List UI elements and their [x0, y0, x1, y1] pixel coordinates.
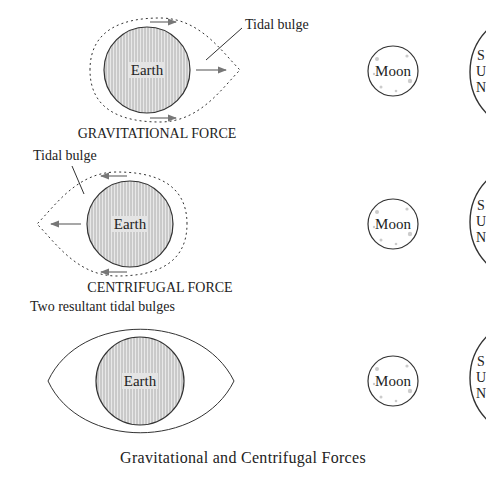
- tidal-bulge-label: Tidal bulge: [33, 148, 97, 163]
- moon-label: Moon: [375, 216, 411, 233]
- panel-title: Two resultant tidal bulges: [30, 299, 175, 314]
- force-title: GRAVITATIONAL FORCE: [78, 126, 237, 141]
- tidal-bulge-outline: [90, 18, 240, 122]
- figure-caption: Gravitational and Centrifugal Forces: [120, 449, 366, 467]
- sun-circle: SUN: [468, 316, 486, 440]
- moon-circle: Moon: [366, 197, 420, 251]
- tidal-bulge-label: Tidal bulge: [245, 17, 309, 32]
- sun-circle: SUN: [468, 10, 486, 134]
- tidal-bulge-outline: [48, 329, 234, 433]
- leader-line: [72, 166, 84, 194]
- leader-line: [206, 28, 242, 60]
- earth-label: Earth: [122, 373, 158, 390]
- tidal-bulge-outline: [37, 172, 187, 276]
- moon-label: Moon: [375, 63, 411, 80]
- moon-circle: Moon: [366, 44, 420, 98]
- sun-circle: SUN: [468, 160, 486, 284]
- sun-label: SUN: [474, 48, 486, 96]
- earth-label: Earth: [112, 216, 148, 233]
- earth-circle: Earth: [85, 179, 175, 269]
- moon-label: Moon: [375, 373, 411, 390]
- moon-circle: Moon: [366, 354, 420, 408]
- sun-label: SUN: [474, 354, 486, 402]
- sun-label: SUN: [474, 198, 486, 246]
- earth-circle: Earth: [94, 335, 186, 427]
- earth-circle: Earth: [102, 25, 192, 115]
- earth-label: Earth: [129, 62, 165, 79]
- force-title: CENTRIFUGAL FORCE: [87, 280, 232, 295]
